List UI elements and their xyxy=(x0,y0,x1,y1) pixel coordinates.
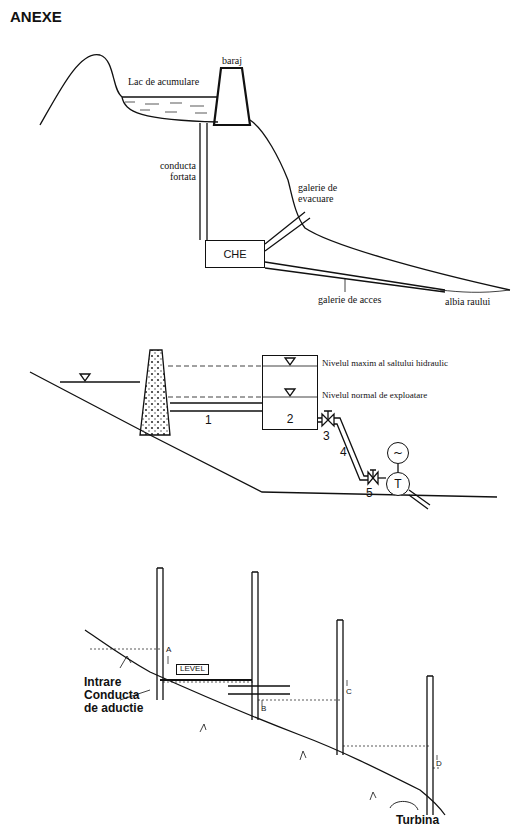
node-text: T xyxy=(394,477,401,491)
label: baraj xyxy=(222,55,242,66)
node-box: T xyxy=(386,472,410,496)
node-text: CHE xyxy=(223,248,246,260)
label: 1 xyxy=(205,414,212,427)
label: Lac de acumulare xyxy=(128,76,199,87)
label: 3 xyxy=(323,430,330,443)
label: Intrare Conducta de aductie xyxy=(84,676,154,716)
node-text: 2 xyxy=(287,412,294,426)
label: C xyxy=(346,688,352,697)
node-box: 2 xyxy=(262,355,318,430)
label: 5 xyxy=(366,487,373,500)
connector xyxy=(398,464,399,472)
node-box: CHE xyxy=(205,240,265,268)
label: Turbina xyxy=(396,814,439,827)
label: Nivelul normal de exploatare xyxy=(322,391,427,401)
node-text: ~ xyxy=(393,446,403,460)
title: ANEXE xyxy=(10,8,62,25)
label: 4 xyxy=(340,446,347,459)
label: B xyxy=(261,705,266,714)
label: albia raului xyxy=(445,296,490,307)
node-box: ~ xyxy=(387,442,409,464)
label: LEVEL xyxy=(176,664,209,675)
label: galerie de evacuare xyxy=(298,182,358,204)
label: A xyxy=(166,646,171,655)
label: Nivelul maxim al saltului hidraulic xyxy=(322,359,448,369)
label: conducta fortata xyxy=(150,160,196,182)
connector-line xyxy=(397,464,398,472)
label: D xyxy=(436,760,442,769)
label: galerie de acces xyxy=(318,294,381,305)
